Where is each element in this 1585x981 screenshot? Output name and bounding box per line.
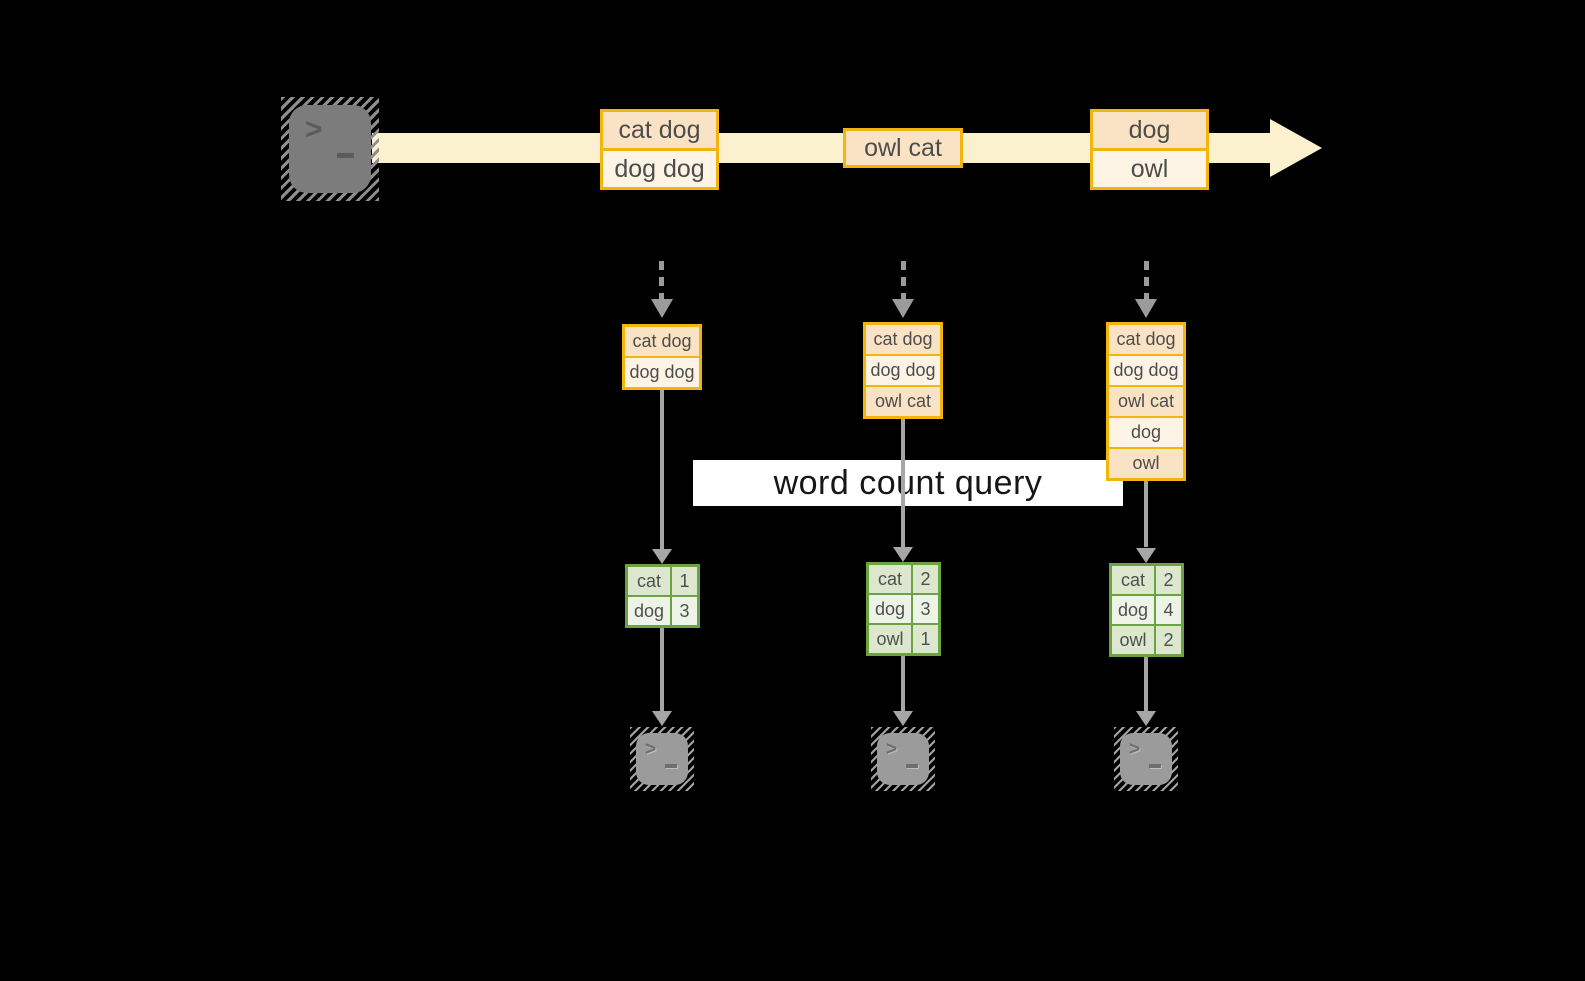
event-log-entry: dog dog [625,358,699,387]
sink-terminal-icon: > [630,727,694,791]
sink-terminal-icon: > [871,727,935,791]
terminal-body: > [877,733,929,785]
event-log-entry: owl cat [1109,387,1183,416]
count-cell: 1 [672,567,697,595]
event-log-entry: cat dog [625,327,699,356]
sink-terminal-icon: > [1114,727,1178,791]
flow-arrowhead-icon [893,711,913,726]
prompt-chevron-icon: > [886,739,898,760]
event-log-entry: dog dog [1109,356,1183,385]
stream-event-3: dog owl [1090,109,1209,190]
word-count-table-2: cat 2 dog 3 owl 1 [866,562,941,656]
flow-arrowhead-icon [1136,711,1156,726]
flow-arrowhead-icon [1136,548,1156,563]
prompt-underscore-icon [337,153,354,158]
count-cell: 3 [913,595,938,623]
stream-event-word: owl [1093,151,1206,187]
event-log-entry: dog dog [866,356,940,385]
word-cell: cat [628,567,670,595]
stream-event-2: owl cat [843,128,963,168]
flow-line [660,628,664,711]
stream-event-word: owl cat [846,131,960,165]
count-cell: 3 [672,597,697,625]
ingest-arrowhead-icon [892,299,914,318]
event-log-1: cat dog dog dog [622,324,702,390]
count-cell: 4 [1156,596,1181,624]
stream-event-word: dog dog [603,151,716,187]
event-log-entry: cat dog [1109,325,1183,354]
flow-arrowhead-icon [652,549,672,564]
prompt-underscore-icon [665,764,677,768]
word-cell: cat [869,565,911,593]
event-log-entry: dog [1109,418,1183,447]
prompt-underscore-icon [906,764,918,768]
stream-event-word: dog [1093,112,1206,148]
ingest-dashed-arrow-1 [659,261,664,299]
prompt-chevron-icon: > [645,739,657,760]
count-cell: 2 [913,565,938,593]
prompt-chevron-icon: > [1129,739,1141,760]
word-cell: dog [869,595,911,623]
word-count-table-3: cat 2 dog 4 owl 2 [1109,563,1184,657]
count-cell: 1 [913,625,938,653]
stream-event-word: cat dog [603,112,716,148]
terminal-body: > [636,733,688,785]
event-log-3: cat dog dog dog owl cat dog owl [1106,322,1186,481]
event-log-entry: cat dog [866,325,940,354]
word-cell: cat [1112,566,1154,594]
word-cell: owl [1112,626,1154,654]
query-label: word count query [773,463,1043,502]
ingest-arrowhead-icon [1135,299,1157,318]
stream-arrowhead-icon [1270,119,1322,177]
event-log-entry: owl [1109,449,1183,478]
terminal-body: > [289,105,371,193]
terminal-body: > [1120,733,1172,785]
flow-line [1144,657,1148,711]
source-terminal-icon: > [281,97,379,201]
flow-arrowhead-icon [652,711,672,726]
flow-arrowhead-icon [893,547,913,562]
ingest-arrowhead-icon [651,299,673,318]
flow-line [901,656,905,711]
flow-line [901,419,905,547]
count-cell: 2 [1156,626,1181,654]
event-log-entry: owl cat [866,387,940,416]
stream-event-1: cat dog dog dog [600,109,719,190]
ingest-dashed-arrow-3 [1144,261,1149,299]
word-cell: owl [869,625,911,653]
word-cell: dog [1112,596,1154,624]
ingest-dashed-arrow-2 [901,261,906,299]
event-log-2: cat dog dog dog owl cat [863,322,943,419]
prompt-chevron-icon: > [305,113,323,146]
word-cell: dog [628,597,670,625]
query-banner: word count query [693,460,1123,506]
flow-line [1144,481,1148,547]
count-cell: 2 [1156,566,1181,594]
prompt-underscore-icon [1149,764,1161,768]
word-count-table-1: cat 1 dog 3 [625,564,700,628]
flow-line [660,390,664,549]
